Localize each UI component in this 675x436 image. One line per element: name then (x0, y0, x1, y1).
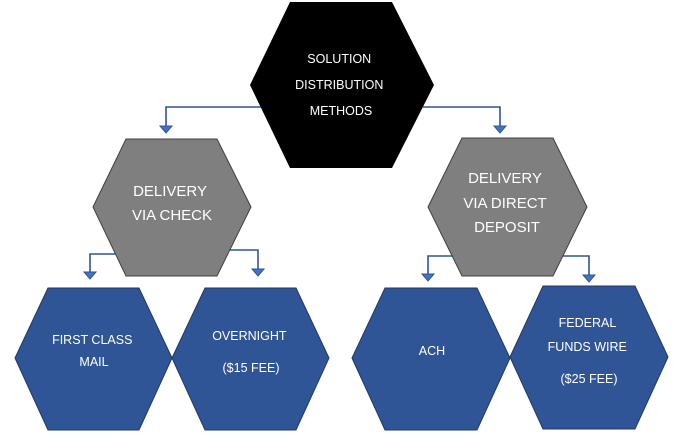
category-label-line: DEPOSIT (474, 219, 540, 236)
root-label-line: DISTRIBUTION (295, 78, 383, 92)
leaf-label-line: ACH (419, 344, 445, 358)
leaf-label: OVERNIGHT ($15 FEE) (212, 329, 290, 375)
leaf-label-line: OVERNIGHT (212, 329, 287, 343)
leaf-hexagon (171, 287, 330, 431)
arrowhead-icon (158, 125, 174, 134)
leaf-label: ACH (419, 344, 445, 358)
category-hexagon (427, 137, 588, 277)
category-hexagon (92, 138, 252, 277)
root-node: SOLUTION DISTRIBUTION METHODS (250, 2, 434, 168)
leaf-hexagon (509, 285, 669, 430)
leaf-hexagon (351, 287, 511, 431)
category-label-line: DELIVERY (468, 170, 542, 187)
root-label: SOLUTION DISTRIBUTION METHODS (295, 52, 387, 118)
leaf-ach: ACH (351, 287, 511, 431)
leaf-first-class-mail: FIRST CLASS MAIL (14, 287, 173, 431)
connector-check-to-mail (89, 253, 116, 272)
root-label-line: METHODS (310, 104, 373, 118)
leaf-overnight: OVERNIGHT ($15 FEE) (171, 287, 330, 431)
arrowhead-icon (82, 271, 98, 280)
root-hexagon (250, 2, 434, 168)
leaf-federal-funds-wire: FEDERAL FUNDS WIRE ($25 FEE) (509, 285, 669, 430)
leaf-label: FIRST CLASS MAIL (52, 333, 136, 369)
category-label: DELIVERY VIA CHECK (132, 183, 212, 224)
leaf-label: FEDERAL FUNDS WIRE ($25 FEE) (548, 316, 631, 386)
category-label: DELIVERY VIA DIRECT DEPOSIT (463, 170, 550, 236)
leaf-label-line: ($15 FEE) (223, 361, 280, 375)
connector-root-to-check (165, 106, 262, 126)
arrowhead-icon (250, 268, 266, 277)
category-delivery-via-direct-deposit: DELIVERY VIA DIRECT DEPOSIT (427, 137, 588, 277)
connector-root-to-deposit (423, 106, 501, 126)
connectors (89, 106, 590, 275)
leaf-label-line: FIRST CLASS (52, 333, 132, 347)
category-label-line: DELIVERY (133, 183, 207, 200)
arrowhead-icon (420, 273, 436, 282)
category-label-line: VIA DIRECT (463, 195, 546, 212)
arrowhead-icon (581, 274, 597, 283)
leaf-label-line: ($25 FEE) (561, 372, 618, 386)
leaf-label-line: FUNDS WIRE (548, 340, 627, 354)
category-label-line: VIA CHECK (132, 207, 212, 224)
connector-deposit-to-wire (562, 255, 590, 275)
arrowheads (82, 125, 597, 283)
connector-check-to-overnight (230, 249, 259, 269)
category-delivery-via-check: DELIVERY VIA CHECK (92, 138, 252, 277)
root-label-line: SOLUTION (307, 52, 371, 66)
leaf-label-line: MAIL (79, 355, 108, 369)
arrowhead-icon (492, 125, 508, 134)
leaf-hexagon (14, 287, 173, 431)
leaf-label-line: FEDERAL (559, 316, 617, 330)
connector-deposit-to-ach (427, 255, 452, 274)
